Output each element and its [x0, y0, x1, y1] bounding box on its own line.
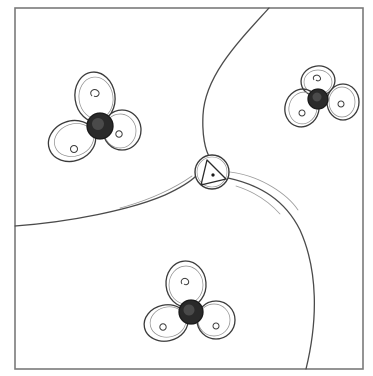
divider-sketch-stroke	[119, 175, 193, 209]
three-petal-flower-icon	[143, 260, 236, 342]
divider-line-top	[202, 7, 270, 159]
drawing-frame	[14, 7, 364, 370]
divider-sketch-stroke	[235, 185, 281, 215]
center-triangle-node-icon	[194, 154, 230, 190]
divider-sketch-stroke	[229, 171, 299, 211]
three-petal-flower-icon	[284, 65, 360, 128]
divider-lines	[14, 7, 316, 370]
three-petal-flower-icon	[47, 71, 142, 163]
divider-line-right	[227, 177, 316, 370]
divider-line-left	[14, 175, 197, 227]
